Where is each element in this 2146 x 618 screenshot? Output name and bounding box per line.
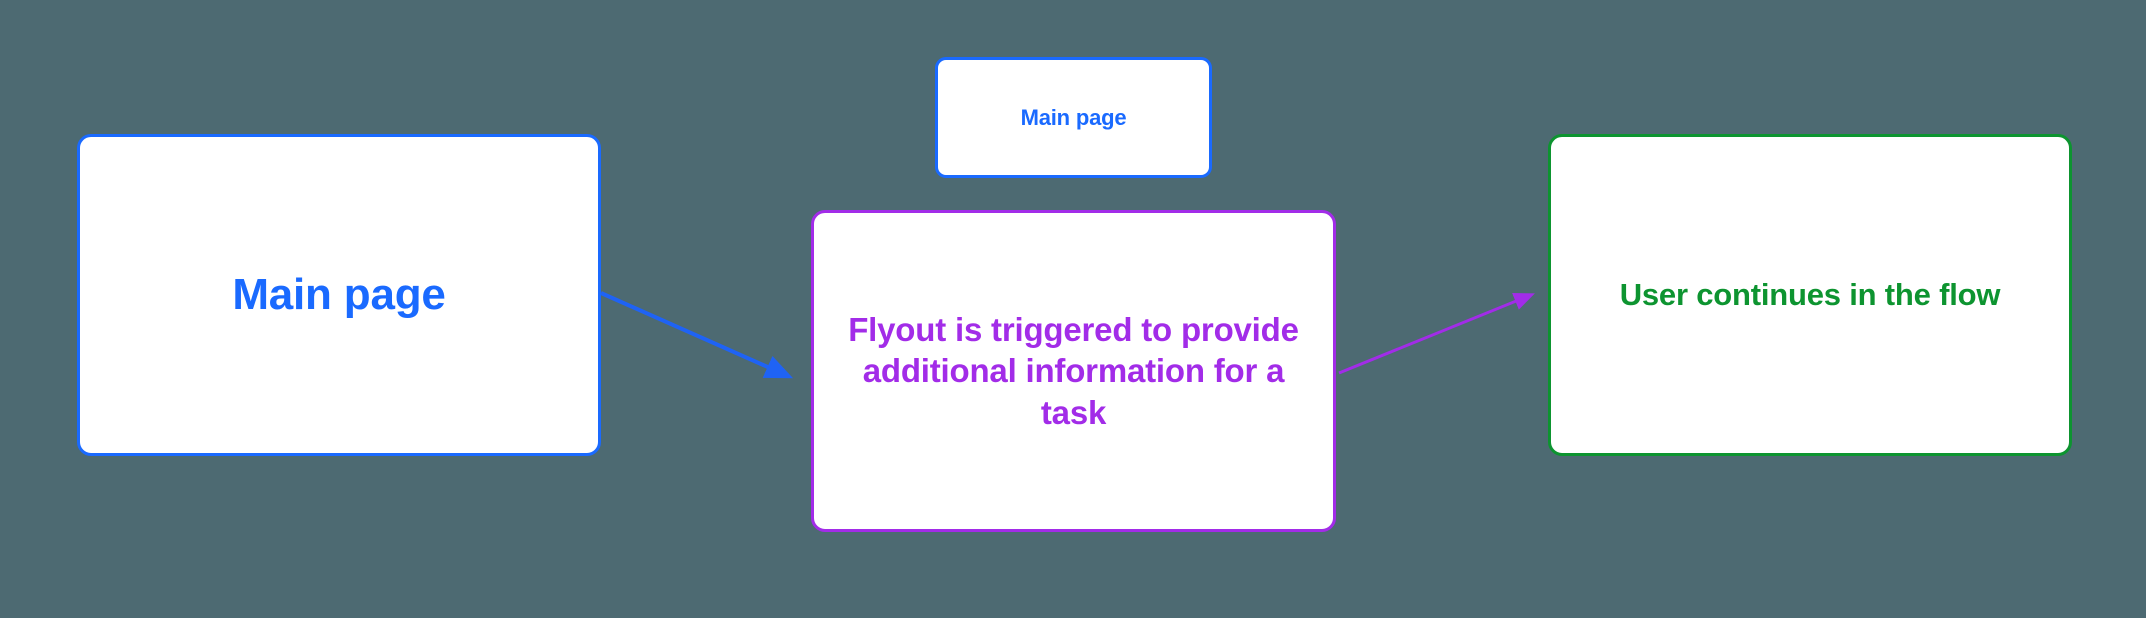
node-main-page-small-label: Main page (1020, 104, 1127, 130)
connector-main-to-flyout (600, 291, 794, 379)
node-outcome[interactable]: User continues in the flow (1548, 134, 2072, 456)
node-flyout[interactable]: Flyout is triggered to provide additiona… (811, 210, 1336, 532)
node-main-page-small[interactable]: Main page (935, 57, 1212, 178)
node-main-page-large-label: Main page (232, 270, 446, 320)
connector-flyout-to-outcome (1338, 292, 1535, 375)
node-flyout-label: Flyout is triggered to provide additiona… (848, 311, 1299, 431)
node-main-page-large[interactable]: Main page (77, 134, 601, 456)
node-outcome-label: User continues in the flow (1619, 276, 2001, 312)
